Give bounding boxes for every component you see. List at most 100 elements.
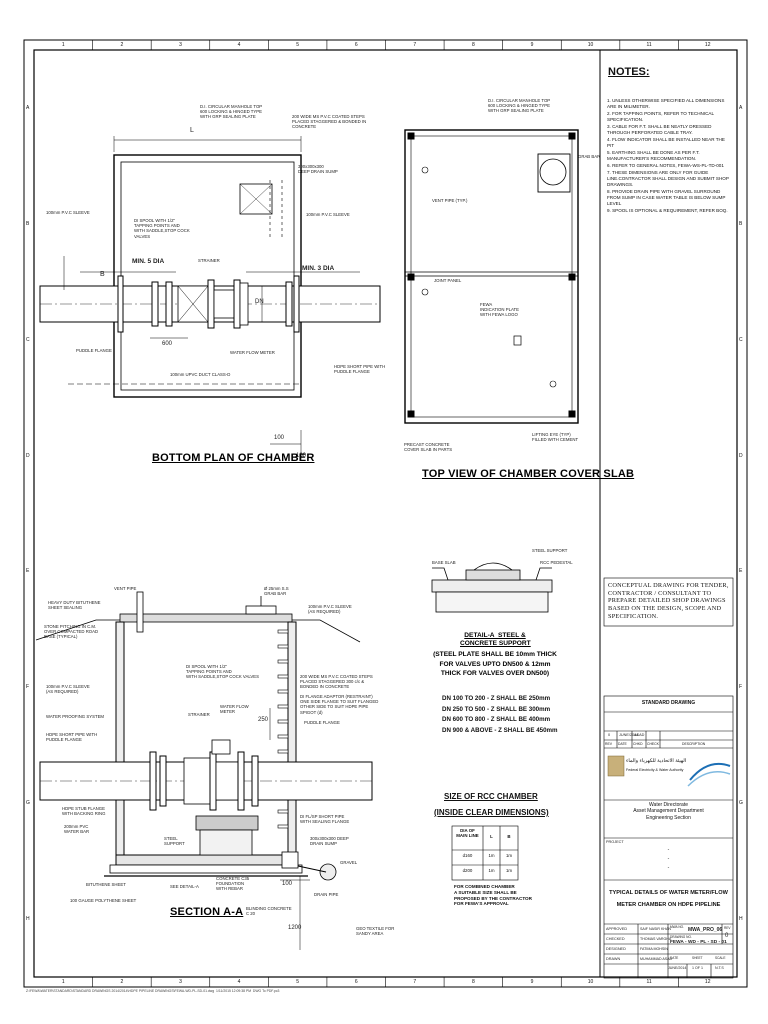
grid-column-label: 12 [704, 979, 711, 985]
rcc-header-cell: DIA OF MAIN LINE [456, 828, 479, 839]
date-label: DATE [670, 956, 679, 960]
step-rung [277, 809, 289, 814]
step-rung [277, 689, 289, 694]
tv-vent: VENT PIPE (TYP.) [432, 198, 468, 203]
bp-steps-label: 200 WIDE MS P.V.C COATED STEPS PLACED ST… [292, 114, 367, 130]
bp-L: L [190, 127, 194, 134]
bp-sleeve-left: 100mm P.V.C SLEEVE [46, 210, 90, 215]
grid-column-label: 6 [354, 42, 358, 48]
bp-600: 600 [162, 341, 173, 347]
tv-joint: JOINT PANEL [434, 278, 462, 283]
step-rung [277, 704, 289, 709]
sec-puddle: PUDDLE FLANGE [304, 720, 340, 725]
grid-column-label: 9 [530, 979, 534, 985]
rcc-table-grid [451, 825, 519, 881]
scale-value: N.T.S [715, 966, 724, 970]
detail-steel-support: STEEL SUPPORT [532, 548, 568, 553]
bp-sleeve-right: 100mm P.V.C SLEEVE [306, 212, 350, 217]
note-item: 2. FOR TAPPING POINTS, REFER TO TECHNICA… [607, 111, 714, 122]
bp-spool-label: DI SPOOL WITH 1/2" TAPPING POINTS AND WI… [134, 218, 190, 239]
checked-label: CHECKED [606, 937, 625, 941]
step-rung [277, 734, 289, 739]
sec-concrete: CONCRETE C35 FOUNDATION WITH REBAR [216, 876, 250, 892]
step-rung [277, 749, 289, 754]
top-view-drawing [404, 129, 579, 424]
grid-row-label: D [26, 452, 30, 459]
grid-row-label: E [26, 568, 30, 575]
rcc-cell: d200 [462, 868, 473, 873]
bottom-plan-title: BOTTOM PLAN OF CHAMBER [152, 452, 315, 464]
tv-manhole: D.I. CIRCULAR MANHOLE TOP 600 LOCKING & … [488, 98, 551, 114]
rev-value: 0 [725, 933, 729, 939]
approved-label: APPROVED [606, 927, 628, 931]
drawing-title: TYPICAL DETAILS OF WATER METER/FLOW METE… [609, 890, 728, 908]
sec-heavy: HEAVY DUTY BITUTHENE SHEET SEALING [48, 600, 101, 611]
grid-row-label: A [26, 104, 30, 111]
designed-label: DESIGNED [606, 947, 626, 951]
grid-column-label: 3 [179, 979, 182, 985]
section-title: SECTION A-A [170, 906, 244, 918]
sec-hdpe-short: HDPE SHORT PIPE WITH PUDDLE FLANGE [46, 732, 98, 743]
sec-gravel: GRAVEL [340, 860, 358, 865]
grid-row-label: F [26, 684, 30, 691]
revision-header-cell: CHKD [633, 742, 643, 746]
bp-dn: DN [255, 299, 264, 305]
grid-column-label: 6 [354, 979, 358, 985]
revision-header-cell: CHECK [647, 742, 659, 746]
bp-100a: 100 [274, 435, 285, 441]
grid-column-label: 10 [587, 42, 594, 48]
note-item: 9. SPOOL IS OPTIONAL & REQUIREMENT, REFE… [607, 208, 728, 213]
scale-label: SCALE [715, 956, 726, 960]
grid-row-label: B [26, 220, 30, 227]
approved-name: SAIF NASIR KHAN [640, 927, 671, 931]
grid-row-label: C [739, 336, 743, 343]
note-item: 4. FLOW INDICATOR SHALL BE INSTALLED NEA… [607, 137, 725, 148]
tv-grab: GRAB BAR [578, 154, 601, 159]
grid-row-label: C [26, 336, 30, 343]
sec-stone: STONE PITCHING IN C.M. OVER COMPACTED RO… [44, 624, 99, 640]
rev-date: JUNE/2014 [619, 733, 639, 737]
sec-100: 100 [282, 881, 293, 887]
note-item: 5. EARTHING SHALL BE DONE AS PER F.T. MA… [607, 150, 700, 161]
rcc-cell: 1m [505, 868, 513, 873]
date-value: JUNE/2014 [668, 966, 687, 970]
bp-min3: MIN. 3 DIA [302, 265, 335, 272]
designed-name: FATIMA MOHSIN [640, 947, 668, 951]
section-aa-drawing [35, 591, 373, 950]
revision-header-cell: REV [605, 742, 612, 746]
grid-column-label: 4 [237, 979, 241, 985]
top-view-title: TOP VIEW OF CHAMBER COVER SLAB [422, 468, 635, 480]
dn-size-item: DN 100 TO 200 - Z SHALL BE 250mm [442, 695, 551, 702]
dn-size-item: DN 900 & ABOVE - Z SHALL BE 450mm [442, 726, 558, 734]
note-item: 8. PROVIDE DRAIN PIPE WITH GRAVEL SURROU… [607, 189, 726, 206]
revision-header-cell: DESCRIPTION [682, 742, 706, 746]
grid-column-label: 1 [61, 42, 65, 48]
grid-column-label: 2 [120, 42, 124, 48]
grid-column-label: 5 [296, 42, 300, 48]
dn-size-item: DN 600 TO 800 - Z SHALL BE 400mm [442, 716, 551, 723]
rcc-cell: 1m [488, 853, 495, 858]
grid-column-label: 11 [646, 42, 652, 48]
rcc-table-title: SIZE OF RCC CHAMBER [444, 792, 538, 801]
sec-drain: DRAIN PIPE [314, 892, 339, 897]
step-rung [277, 629, 289, 634]
sec-spool: DI SPOOL WITH 1/2" TAPPING POINTS AND WI… [186, 664, 259, 680]
rev-label: REV [724, 926, 731, 930]
bp-hdpe: HDPE SHORT PIPE WITH PUDDLE FLANGE [334, 364, 386, 375]
checked-name: THOMAS VARGHA [640, 937, 672, 941]
drawn-name: MUHAMMAD ASAD [640, 957, 673, 961]
detail-rcc: RCC PEDESTAL [540, 560, 573, 565]
rcc-cell: 1m [505, 853, 513, 858]
grid-row-label: A [739, 104, 743, 111]
grid-column-label: 1 [61, 979, 65, 985]
sheet-label: SHEET [692, 956, 703, 960]
project-label: PROJECT [606, 840, 624, 844]
bp-manhole-label: D.I. CIRCULAR MANHOLE TOP 600 LOCKING & … [200, 104, 263, 120]
grid-column-label: 12 [704, 42, 711, 48]
rev-id: ASAD [634, 733, 645, 737]
sec-pvc-bar: 200mm PVC WATER BAR [64, 824, 90, 835]
notes-list: 1. UNLESS OTHERWISE SPECIFIED ALL DIMENS… [607, 98, 733, 215]
